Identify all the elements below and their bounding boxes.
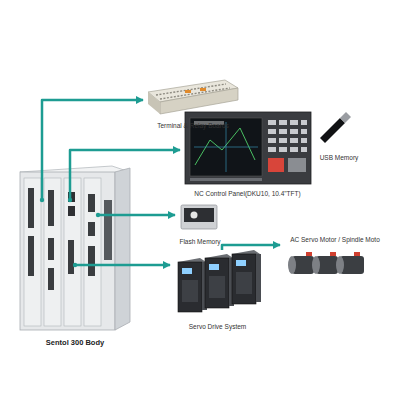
servo-drive-box: Servo Drive System: [170, 250, 265, 330]
flash-card: [181, 205, 217, 229]
controller-rack: [20, 158, 135, 330]
node-label: Flash Memory: [179, 238, 220, 245]
relay-board: [148, 80, 238, 114]
connector-arrow: [222, 245, 280, 250]
connector-arrow: [42, 100, 143, 158]
node-label: NC Control Panel(DKU10, 10.4"TFT): [194, 190, 300, 197]
relay-board-box: Terminal & Relay Boards: [143, 78, 243, 129]
node-label: Sentol 300 Body: [46, 339, 104, 348]
control-panel-box: NC Control Panel(DKU10, 10.4"TFT): [180, 108, 315, 197]
motor-box: AC Servo Motor / Spindle Moto: [280, 236, 390, 286]
usb-memory-box: USB Memory: [314, 106, 364, 161]
connector-arrow: [70, 150, 180, 158]
servo-motors: [288, 252, 364, 274]
node-label: Terminal & Relay Boards: [157, 122, 229, 129]
node-label: USB Memory: [320, 154, 359, 161]
node-label: AC Servo Motor / Spindle Moto: [290, 236, 380, 243]
node-label: Servo Drive System: [189, 323, 246, 330]
connector-arrow: [135, 214, 175, 217]
usb-stick: [320, 112, 351, 143]
flash-memory-box: Flash Memory: [175, 200, 225, 245]
servo-drives: [178, 250, 261, 312]
controller-body: Sentol 300 Body: [15, 158, 135, 348]
connector-arrow: [135, 264, 170, 267]
